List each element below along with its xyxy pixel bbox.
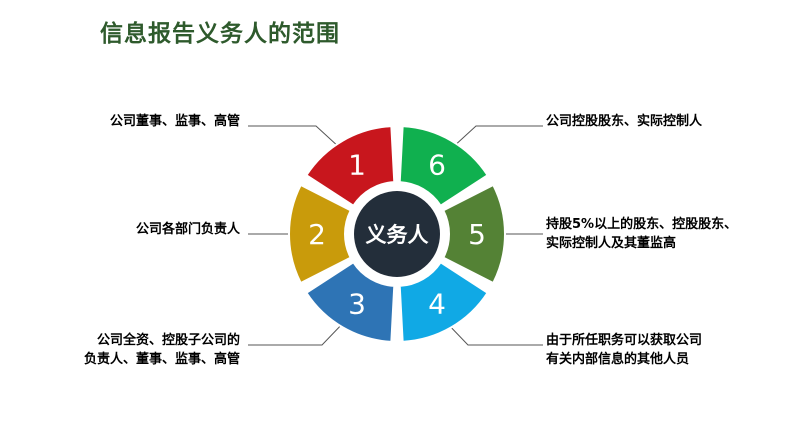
label-6-line-1: 公司控股股东、实际控制人 <box>546 114 703 129</box>
label-4-line-2: 有关内部信息的其他人员 <box>546 352 690 367</box>
label-4-line-1: 由于所任职务可以获取公司 <box>546 333 703 348</box>
connector-line-1 <box>248 125 341 149</box>
segment-number-3: 3 <box>348 287 366 320</box>
label-1-line-1: 公司董事、监事、高管 <box>109 114 240 129</box>
segment-number-2: 2 <box>308 218 326 251</box>
label-4: 由于所任职务可以获取公司 有关内部信息的其他人员 <box>546 331 702 369</box>
segment-number-5: 5 <box>468 218 486 251</box>
segment-number-4: 4 <box>428 287 446 320</box>
center-label: 义务人 <box>366 223 429 247</box>
label-3-line-2: 负责人、董事、监事、高管 <box>83 352 240 367</box>
segment-6 <box>398 125 489 207</box>
segment-3 <box>305 261 396 343</box>
connector-line-4 <box>443 319 543 346</box>
label-3-line-1: 公司全资、控股子公司的 <box>96 333 240 348</box>
page-title: 信息报告义务人的范围 <box>100 21 340 47</box>
center-circle <box>354 191 440 277</box>
label-5-line-1: 持股5%以上的股东、控股股东、 <box>546 217 738 232</box>
segment-number-1: 1 <box>348 149 366 182</box>
label-5-line-2: 实际控制人及其董监高 <box>546 236 677 251</box>
connector-line-3 <box>248 319 347 346</box>
label-6: 公司控股股东、实际控制人 <box>546 112 702 131</box>
label-1: 公司董事、监事、高管 <box>110 112 240 131</box>
segment-1 <box>305 125 396 207</box>
label-2-line-1: 公司各部门负责人 <box>135 222 240 237</box>
connector-line-6 <box>451 125 543 149</box>
segment-number-6: 6 <box>428 149 446 182</box>
label-3: 公司全资、控股子公司的 负责人、董事、监事、高管 <box>84 331 240 369</box>
label-5: 持股5%以上的股东、控股股东、 实际控制人及其董监高 <box>546 215 737 253</box>
segment-2 <box>288 183 352 285</box>
segment-5 <box>442 183 506 285</box>
label-2: 公司各部门负责人 <box>136 220 240 239</box>
segment-4 <box>398 261 489 343</box>
